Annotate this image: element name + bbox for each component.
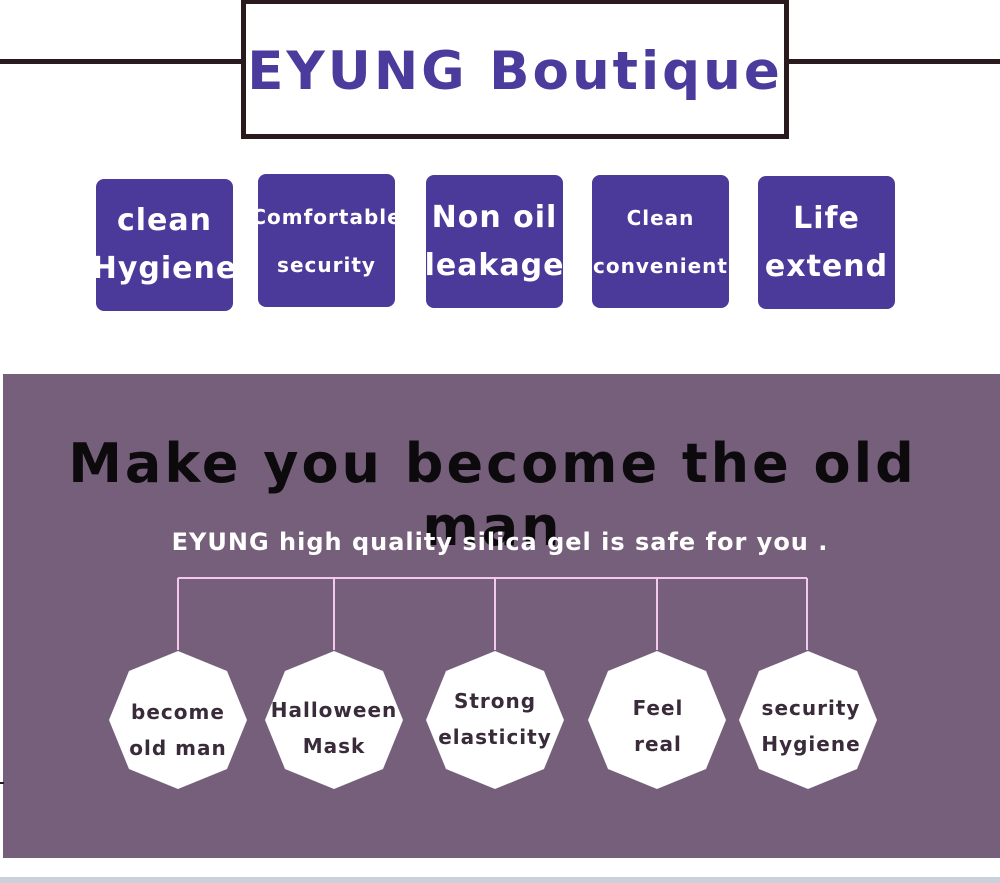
- octagon-badge: [109, 651, 247, 789]
- feature-badge-clean-hygiene: clean Hygiene: [96, 179, 233, 311]
- feature-badge-life-extend: Life extend: [758, 176, 895, 309]
- benefit-label-line1: Feel: [632, 696, 684, 720]
- benefit-label-line1: security: [761, 696, 861, 720]
- feature-badge-clean-convenient: Clean convenient: [592, 175, 729, 308]
- feature-label-line2: security: [277, 252, 376, 277]
- benefit-label-line2: real: [634, 732, 682, 756]
- benefit-label-line1: become: [131, 700, 225, 724]
- benefit-label-line2: elasticity: [438, 725, 552, 749]
- benefit-label-line1: Strong: [453, 689, 537, 713]
- edge-tick: [0, 782, 4, 784]
- bottom-divider: [0, 877, 1000, 883]
- feature-label-line2: leakage: [426, 247, 563, 283]
- benefit-become-old-man: become old man: [118, 694, 238, 766]
- feature-label-line1: Life: [793, 200, 860, 236]
- octagon-badge: [588, 651, 726, 789]
- benefit-label-line2: Mask: [302, 734, 366, 758]
- feature-label-line1: clean: [116, 203, 212, 238]
- banner-subline: EYUNG high quality silica gel is safe fo…: [171, 528, 829, 556]
- benefit-strong-elasticity: Strong elasticity: [427, 683, 563, 755]
- feature-label-line2: Hygiene: [96, 251, 233, 286]
- feature-badge-comfortable-security: Comfortable security: [258, 174, 395, 307]
- octagon-badge: [265, 651, 403, 789]
- benefit-security-hygiene: security Hygiene: [746, 690, 876, 762]
- octagon-badge: [426, 651, 564, 789]
- feature-label-line1: Clean: [626, 205, 695, 230]
- benefit-feel-real: Feel real: [598, 690, 718, 762]
- benefit-label-line2: Hygiene: [761, 732, 861, 756]
- header-rule-right: [784, 59, 1000, 64]
- feature-label-line1: Non oil: [431, 199, 558, 235]
- feature-label-line2: convenient: [593, 253, 728, 278]
- header-rule-left: [0, 59, 245, 64]
- title-frame: EYUNG Boutique: [241, 0, 789, 139]
- feature-label-line2: extend: [764, 248, 889, 284]
- page-title: EYUNG Boutique: [247, 40, 783, 102]
- feature-label-line1: Comfortable: [258, 204, 395, 229]
- banner-headline: Make you become the old man: [68, 432, 917, 558]
- benefit-halloween-mask: Halloween Mask: [266, 692, 402, 764]
- octagon-badge: [739, 651, 877, 789]
- benefit-label-line2: old man: [129, 736, 227, 760]
- feature-badge-non-oil-leakage: Non oil leakage: [426, 175, 563, 308]
- benefit-label-line1: Halloween: [270, 698, 398, 722]
